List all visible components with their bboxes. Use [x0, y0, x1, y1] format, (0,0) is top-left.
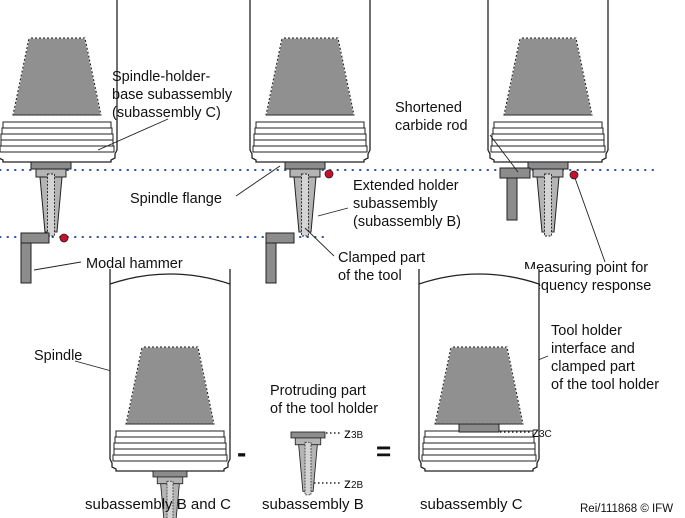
spindle-c-isolated — [418, 268, 540, 472]
leader-spindle-flange — [235, 165, 281, 197]
holder-b — [284, 161, 326, 237]
leader-shortened-rod — [489, 134, 519, 173]
caption-subassembly-c: subassembly C — [420, 496, 523, 513]
spindle-b — [249, 0, 371, 163]
holder-c — [527, 161, 569, 237]
spindle-c — [487, 0, 609, 163]
carbide-rod — [499, 167, 531, 179]
measuring-marker-a — [59, 233, 69, 243]
caption-subassembly-b: subassembly B — [262, 496, 364, 513]
flange-c-isolated — [458, 423, 500, 433]
measuring-marker-b — [324, 169, 334, 179]
label-tool-holder-interface: Tool holder interface and clamped part o… — [551, 323, 659, 393]
holder-b-isolated — [290, 431, 326, 496]
holder-a — [30, 161, 72, 237]
leader-measuring-point — [574, 177, 606, 263]
minus-sign: - — [237, 437, 246, 468]
z3b-label: z3B — [344, 425, 364, 441]
leader-extended-holder — [317, 207, 349, 217]
z2b-label: z2B — [344, 475, 364, 491]
modal-hammer-b — [265, 232, 295, 284]
modal-hammer-c — [506, 177, 518, 221]
label-spindle-flange: Spindle flange — [130, 191, 222, 207]
label-spindle-holder-base: Spindle-holder- base subassembly (subass… — [112, 69, 236, 121]
spindle-a — [0, 0, 118, 163]
spindle-bc — [109, 268, 231, 472]
z3c-label: z3C — [532, 424, 552, 440]
leader-modal-hammer — [33, 261, 82, 271]
label-extended-holder: Extended holder subassembly (subassembly… — [353, 178, 463, 230]
label-measuring-point: Measuring point for frequency response — [524, 260, 652, 294]
label-shortened-rod: Shortened carbide rod — [395, 100, 468, 134]
label-modal-hammer: Modal hammer — [86, 256, 183, 272]
label-protruding-part: Protruding part of the tool holder — [270, 383, 378, 417]
equals-sign: = — [376, 436, 391, 466]
leader-spindle-holder-base — [97, 118, 169, 151]
caption-subassembly-bc: subassembly B and C — [85, 496, 231, 513]
measuring-marker-c — [569, 170, 579, 180]
label-spindle: Spindle — [34, 348, 82, 364]
modal-hammer-a — [20, 232, 50, 284]
credit-text: Rei/111868 © IFW — [580, 503, 673, 515]
label-clamped-part: Clamped part of the tool — [338, 250, 429, 284]
leader-clamped-part — [304, 227, 335, 257]
